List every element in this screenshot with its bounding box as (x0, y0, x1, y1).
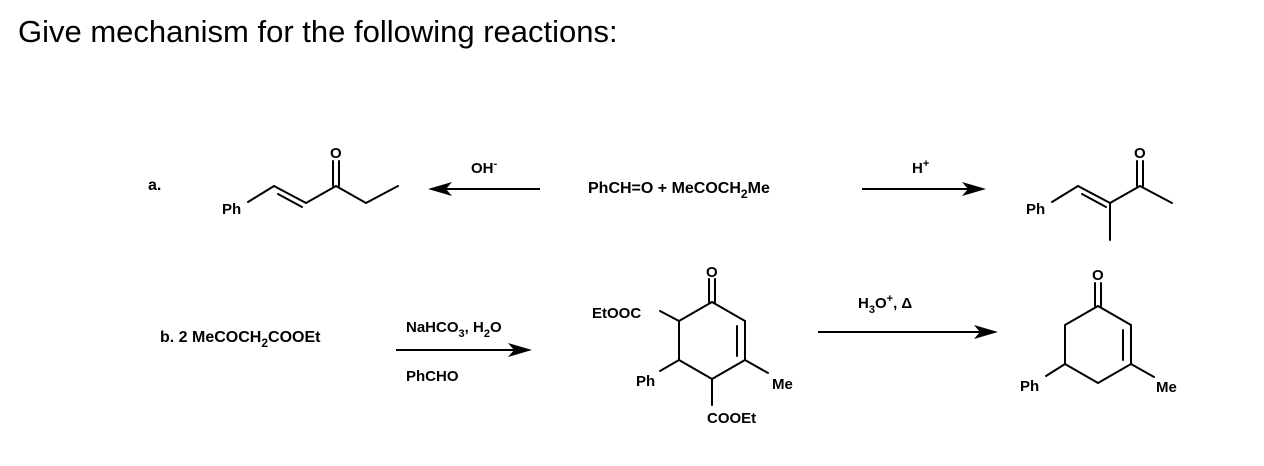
intermediate-ring-structure (659, 278, 769, 406)
reagent-bottom-label: PhCHO (406, 368, 459, 385)
arrow-right-a (862, 182, 986, 196)
reaction-a-label: a. (148, 177, 161, 194)
intermediate-oxygen-label: O (706, 264, 718, 281)
intermediate-cooet-label: COOEt (707, 410, 756, 427)
page-title: Give mechanism for the following reactio… (18, 14, 618, 49)
reagent-top-label: NaHCO3, H2O (406, 319, 502, 340)
final-product-methyl-label: Me (1156, 379, 1177, 396)
product-a2-oxygen-label: O (1134, 145, 1146, 162)
arrow-b1 (396, 343, 532, 357)
final-product-phenyl-label: Ph (1020, 378, 1039, 395)
final-product-oxygen-label: O (1092, 267, 1104, 284)
intermediate-phenyl-label: Ph (636, 373, 655, 390)
right-condition-label: H+ (912, 158, 929, 177)
product-a2-phenyl-label: Ph (1026, 201, 1045, 218)
intermediate-methyl-label: Me (772, 376, 793, 393)
arrow-b2 (818, 325, 998, 339)
arrow-left-a (428, 182, 540, 196)
intermediate-etooc-label: EtOOC (592, 305, 641, 322)
left-condition-label: OH- (471, 158, 498, 177)
reactants-label: PhCH=O + MeCOCH2Me (588, 180, 770, 201)
second-condition-label: H3O+, Δ (858, 293, 912, 316)
product-a-branched-enone-structure (1051, 160, 1173, 241)
product-a-enone-structure (247, 160, 399, 208)
final-product-ring-structure (1045, 282, 1155, 384)
reaction-b-label: b. 2 MeCOCH2COOEt (160, 329, 321, 350)
product-a-oxygen-label: O (330, 145, 342, 162)
product-a-phenyl-label: Ph (222, 201, 241, 218)
